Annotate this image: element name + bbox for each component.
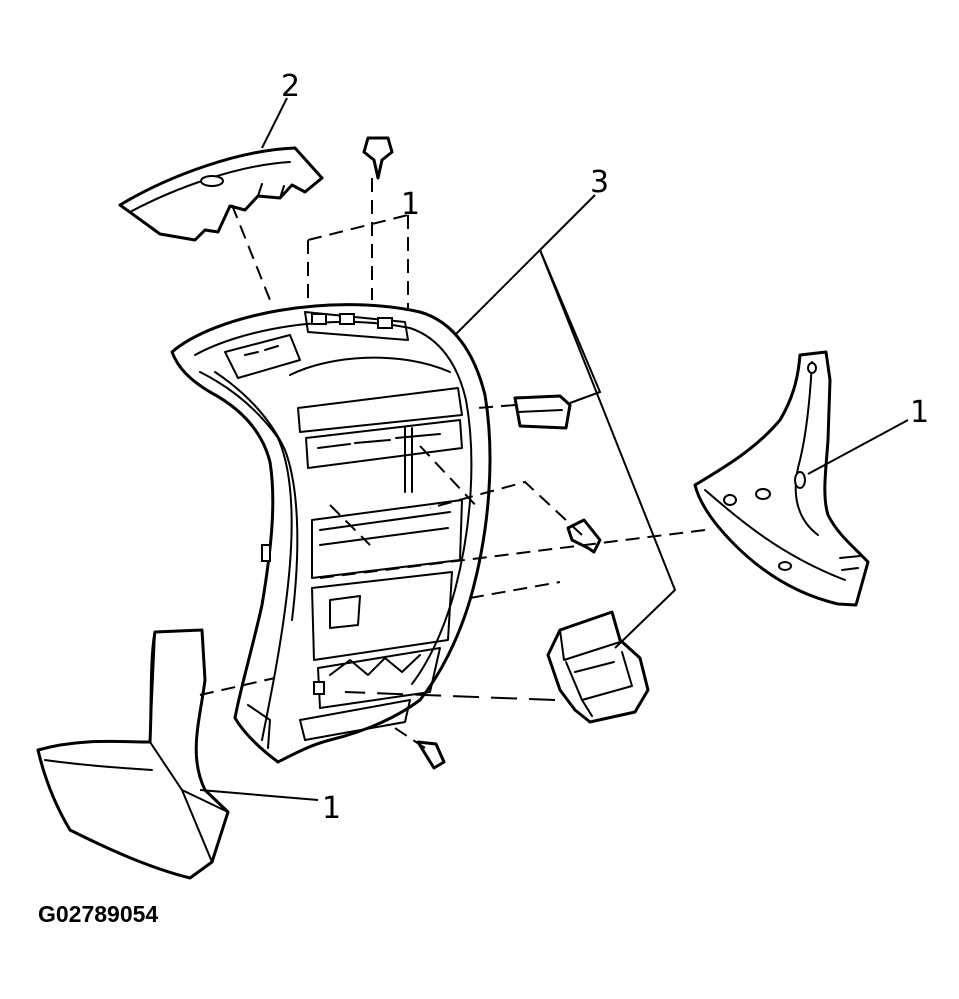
retainer-clip: [513, 394, 572, 430]
figure-id-label: G02789054: [38, 901, 158, 927]
callout-part-3: 3: [590, 165, 609, 200]
callout-part-2: 2: [281, 69, 300, 104]
screw-top: [362, 136, 394, 180]
bottom-left-panel: [36, 628, 230, 880]
center-bezel: [170, 303, 492, 764]
callout-bottom-left-panel: 1: [322, 791, 341, 826]
right-side-panel: [693, 350, 870, 607]
assembly-lines: [199, 178, 706, 749]
callout-leaders: [199, 97, 909, 801]
top-cover-panel: [118, 146, 324, 242]
callout-top-fasteners: 1: [401, 187, 420, 222]
cup-holder-tray: [546, 610, 650, 724]
callout-right-panel: 1: [910, 395, 929, 430]
